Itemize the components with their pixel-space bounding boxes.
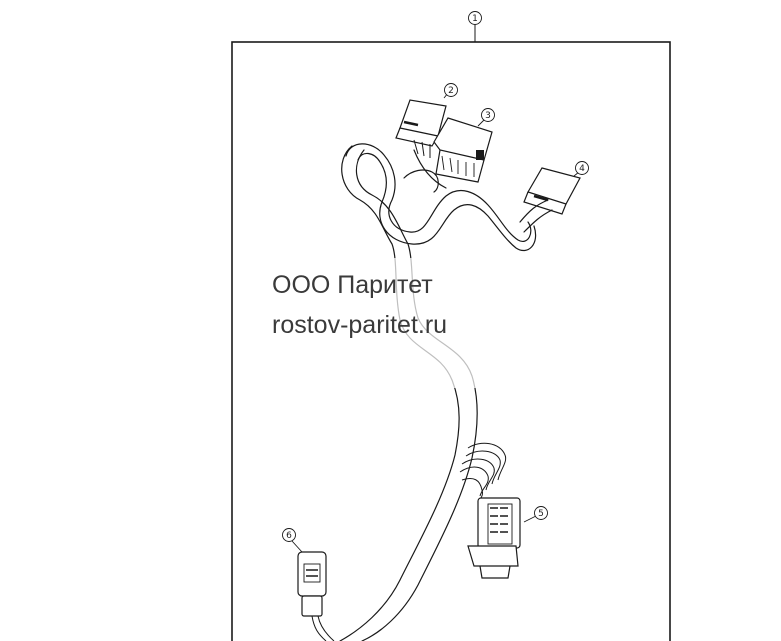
callout-4: 4 bbox=[573, 161, 589, 177]
callout-6-number: 6 bbox=[286, 531, 292, 541]
watermark-panel bbox=[249, 258, 535, 388]
connector-5 bbox=[467, 497, 521, 579]
callout-4-circle bbox=[575, 161, 589, 175]
watermark-website: rostov-paritet.ru bbox=[272, 311, 448, 339]
watermark-company: ООО Паритет bbox=[272, 271, 433, 299]
callout-5-number: 5 bbox=[538, 509, 544, 519]
harness-tube bbox=[339, 143, 553, 641]
callout-6-circle bbox=[282, 528, 296, 542]
callout-1-circle bbox=[468, 11, 482, 25]
callout-3-circle bbox=[481, 108, 495, 122]
callout-4-number: 4 bbox=[579, 164, 585, 174]
harness-branch-5 bbox=[459, 442, 507, 505]
diagram-frame bbox=[231, 41, 671, 641]
callout-5: 5 bbox=[523, 506, 548, 523]
callout-1: 1 bbox=[468, 11, 482, 42]
connector-6 bbox=[297, 551, 327, 617]
connector-2 bbox=[395, 99, 447, 158]
callout-6: 6 bbox=[282, 528, 303, 553]
callout-2: 2 bbox=[443, 83, 458, 99]
connector-4 bbox=[523, 167, 581, 215]
callout-1-number: 1 bbox=[472, 14, 478, 24]
callout-3-number: 3 bbox=[485, 111, 491, 121]
connector-3 bbox=[433, 117, 493, 183]
callout-3: 3 bbox=[477, 108, 495, 127]
callout-2-circle bbox=[444, 83, 458, 97]
callout-2-number: 2 bbox=[448, 86, 454, 96]
harness-branch-6 bbox=[311, 615, 335, 641]
callout-5-circle bbox=[534, 506, 548, 520]
